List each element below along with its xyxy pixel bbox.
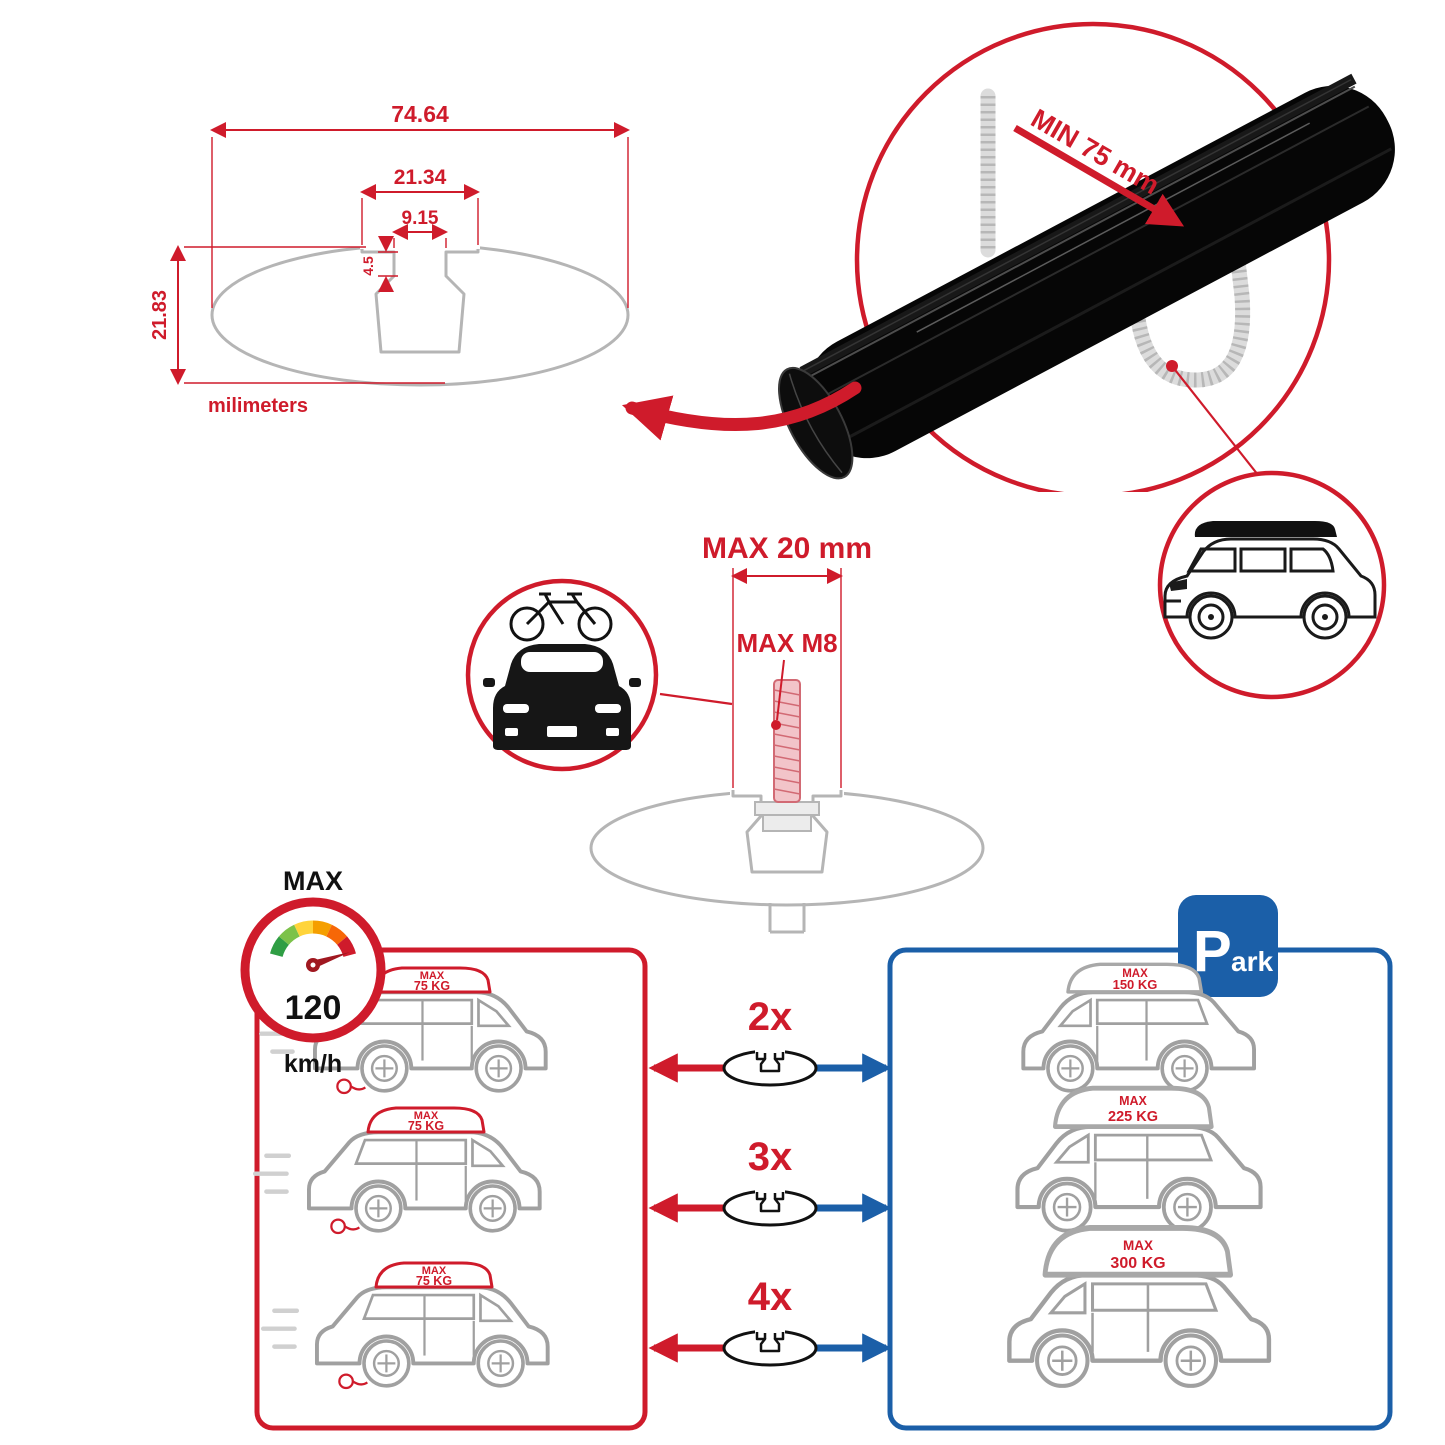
driving-capacity-panel: [254, 947, 648, 1431]
badge-pointer-line: [659, 692, 733, 706]
multiplier-label: 4x: [748, 1275, 793, 1319]
headlight-left: [503, 704, 529, 713]
left-car-row-1: MAX 75 KG: [261, 966, 548, 1093]
crossbar-profile-outline: [210, 236, 630, 387]
car-bike-badge: [465, 578, 659, 772]
park-sign-letter: P: [1193, 919, 1232, 984]
multiplier-row-2: 3x: [648, 1135, 892, 1227]
left-car-row-3: MAX 75 KG: [263, 1261, 550, 1388]
roofbox-max-label: MAX: [1123, 1238, 1153, 1253]
dim-total-height-label: 21.83: [149, 290, 171, 340]
speed-max-label: MAX: [283, 866, 343, 896]
right-car-row-2: MAX 225 KG: [1017, 1088, 1260, 1231]
parked-capacity-panel: [887, 947, 1393, 1431]
multiplier-row-3: 4x: [648, 1275, 892, 1367]
headlight: [1169, 579, 1187, 591]
front-wheel: [1188, 594, 1234, 640]
min-clamp-label: MIN 75 mm: [1026, 103, 1164, 200]
connector-arrow: [621, 381, 862, 441]
car-front-icon: [483, 644, 641, 750]
max-thread-callout: MAX M8: [736, 628, 838, 730]
dim-step-height-label: 4.5: [360, 256, 376, 276]
right-car-row-1: MAX 150 KG: [1021, 962, 1257, 1093]
gauge-arc: [270, 920, 356, 958]
clamp-pointer-line: [1171, 365, 1263, 481]
roofbox-max-label: MAX: [1119, 1094, 1147, 1108]
speed-unit: km/h: [284, 1050, 342, 1078]
max-length-label: MAX 20 mm: [702, 532, 872, 565]
left-car-row-2: MAX 75 KG: [255, 1106, 542, 1233]
right-car-row-3: MAX 300 KG: [1009, 1228, 1269, 1386]
units-label: milimeters: [208, 395, 308, 417]
park-sign: P ark: [1178, 895, 1278, 997]
license-plate: [547, 726, 577, 737]
crossbar-profile-icon: [722, 1047, 818, 1087]
capacity-comparison: P ark MAX 75 KG MAX 75 KG MAX 75 KG MAX …: [240, 895, 1393, 1431]
crossbar-profile-icon: [722, 1327, 818, 1367]
badge-circle: [1157, 470, 1387, 700]
roof-box: [1194, 521, 1337, 537]
headlight-right: [595, 704, 621, 713]
roofbox-max-label: MAX: [414, 1110, 439, 1122]
speed-value: 120: [285, 989, 342, 1027]
roofbox-weight-label: 75 KG: [408, 1119, 444, 1133]
roofbox-weight-label: 225 KG: [1108, 1109, 1158, 1125]
bolt-spec-diagram: MAX 20 mm MAX M8: [589, 532, 985, 934]
crossbar-bar: [777, 73, 1395, 480]
rear-wheel: [1302, 594, 1348, 640]
multiplier-row-1: 2x: [648, 995, 892, 1087]
speed-limit-gauge: MAX 120 km/h: [240, 866, 386, 1078]
dimension-total-width: 74.64: [210, 101, 630, 308]
profile-dimension-drawing: 74.64 21.34 9.15 4.5 21.83 milimeters: [149, 101, 630, 417]
dim-slot-width-label: 9.15: [402, 208, 439, 229]
roofbox-weight-label: 75 KG: [416, 1274, 452, 1288]
park-sign-rest: ark: [1231, 946, 1273, 977]
crossbar-profile-icon: [722, 1187, 818, 1227]
roofbox-max-label: MAX: [422, 1265, 447, 1277]
curved-arrow: [621, 381, 862, 441]
multiplier-label: 3x: [748, 1135, 793, 1179]
max-thread-label: MAX M8: [736, 628, 837, 658]
dimension-total-height: 21.83: [149, 245, 445, 385]
dim-total-width-label: 74.64: [391, 101, 449, 127]
bike-icon: [509, 592, 613, 642]
roofbox-weight-label: 300 KG: [1110, 1255, 1165, 1272]
dimension-channel-width: 21.34: [360, 166, 480, 245]
crossbar-render-circle: MIN 75 mm: [777, 21, 1395, 492]
min-clamp-arrow: [1013, 124, 1185, 227]
roofbox-weight-label: 75 KG: [414, 979, 450, 993]
dimension-step-height: 4.5: [360, 236, 398, 292]
roofbox-max-label: MAX: [420, 970, 445, 982]
detail-circle-outline: [854, 21, 1332, 492]
roofbox-weight-label: 150 KG: [1113, 977, 1158, 992]
max-length-dimension: MAX 20 mm: [702, 532, 872, 788]
gauge-needle: [306, 952, 350, 972]
suv-with-roofbox: [1163, 521, 1377, 640]
roofbox-suv-badge: [1157, 470, 1387, 700]
t-bolt: [754, 679, 820, 832]
bolt-threads: [773, 689, 801, 795]
multiplier-label: 2x: [748, 995, 793, 1039]
dimension-slot-width: 9.15: [392, 208, 448, 248]
roofbox-max-label: MAX: [1122, 968, 1148, 980]
dim-channel-width-label: 21.34: [394, 166, 447, 189]
